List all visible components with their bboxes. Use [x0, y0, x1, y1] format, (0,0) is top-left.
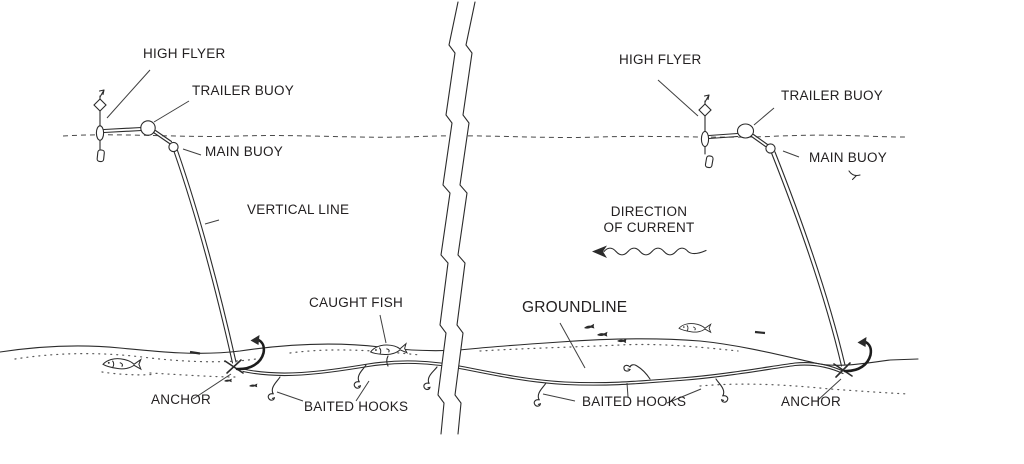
- small-fish-icon: [249, 383, 258, 388]
- anchor-left-icon: [224, 335, 266, 374]
- label-high-flyer-right: HIGH FLYER: [619, 52, 702, 67]
- groundline-line: [242, 360, 844, 386]
- vertical-line-left: [173, 149, 237, 364]
- leader-baited-hooks-left-b: [355, 380, 370, 402]
- label-anchor-right: ANCHOR: [781, 394, 842, 409]
- trailer-buoy-left-icon: [140, 120, 156, 136]
- buoy-link-left: [152, 129, 173, 145]
- leader-baited-hooks-left-a: [276, 391, 304, 402]
- label-vertical-line: VERTICAL LINE: [247, 202, 350, 217]
- sketch-curl: [848, 170, 861, 181]
- fish-icon: [678, 323, 712, 333]
- high-flyer-right-icon: [698, 94, 714, 169]
- label-main-buoy-right: MAIN BUOY: [809, 150, 888, 165]
- vertical-line-right: [770, 151, 846, 367]
- label-high-flyer-left: HIGH FLYER: [143, 46, 226, 61]
- small-fish-icon: [224, 378, 232, 383]
- anchor-right-icon: [833, 337, 873, 378]
- baited-hook-icon: [267, 376, 281, 401]
- label-baited-hooks-left: BAITED HOOKS: [304, 399, 409, 414]
- label-caught-fish: CAUGHT FISH: [309, 295, 404, 310]
- baited-hook-raised-icon: [623, 364, 651, 380]
- label-direction-line2: OF CURRENT: [603, 220, 695, 235]
- leader-vertical-line: [204, 219, 220, 225]
- high-flyer-left-icon: [93, 89, 107, 163]
- leader-anchor-right: [817, 378, 842, 401]
- leader-caught-fish: [379, 314, 387, 344]
- leader-high-flyer-left: [106, 69, 151, 119]
- leader-trailer-buoy-right: [753, 107, 775, 126]
- label-main-buoy-left: MAIN BUOY: [205, 144, 284, 159]
- label-trailer-buoy-right: TRAILER BUOY: [781, 88, 884, 103]
- leader-baited-hooks-right-c: [666, 388, 702, 404]
- leader-high-flyer-right: [657, 79, 699, 117]
- water-surface-line: [62, 134, 907, 138]
- break-line: [437, 1, 476, 435]
- label-trailer-buoy-left: TRAILER BUOY: [192, 83, 295, 98]
- leader-main-buoy-left: [182, 148, 202, 156]
- main-buoy-left-icon: [168, 141, 179, 153]
- leader-trailer-buoy-left: [153, 100, 190, 123]
- small-fish-icon: [583, 323, 595, 330]
- label-direction-line1: DIRECTION: [610, 204, 688, 219]
- leader-main-buoy-right: [782, 150, 800, 158]
- bridle-line-left: [103, 126, 143, 134]
- leader-groundline: [559, 322, 586, 369]
- label-groundline: GROUNDLINE: [522, 299, 628, 316]
- trailer-buoy-right-icon: [736, 123, 755, 139]
- fish-shadow-stipple: [101, 371, 153, 376]
- label-anchor-left: ANCHOR: [151, 392, 212, 407]
- fish-icon: [102, 358, 142, 370]
- seafloor: [0, 338, 919, 395]
- label-baited-hooks-right: BAITED HOOKS: [582, 394, 687, 409]
- debris-dash: [754, 330, 766, 335]
- leader-lines: [106, 69, 842, 404]
- baited-hook-icon: [423, 365, 438, 391]
- leader-baited-hooks-right-a: [542, 393, 576, 402]
- leader-anchor-left: [192, 373, 232, 400]
- current-arrow-icon: [592, 245, 707, 258]
- bridle-line-right: [708, 132, 739, 140]
- leader-baited-hooks-right-b: [626, 382, 629, 398]
- baited-hook-icon: [715, 378, 729, 403]
- buoy-link-right: [750, 133, 769, 148]
- debris-dash: [189, 350, 201, 355]
- caught-fish-icon: [369, 342, 408, 367]
- main-buoy-right-icon: [765, 143, 776, 154]
- small-fish-icon: [597, 331, 608, 337]
- label-direction-of-current: DIRECTION OF CURRENT: [593, 204, 705, 236]
